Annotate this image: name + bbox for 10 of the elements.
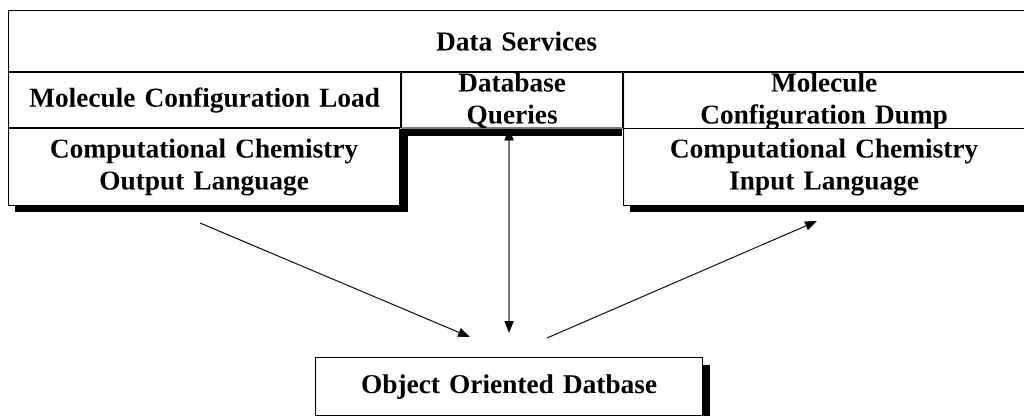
node-label: Computational Chemistry Input Language [671,138,978,196]
database-box: Object Oriented Datbase [315,357,704,416]
arrow [199,222,470,337]
process-box: Molecule Configuration Dump [623,72,1024,131]
process-box: Molecule Configuration Load [8,72,402,129]
header-band: Data Services [8,10,1024,73]
arrow [546,221,817,339]
process-box: Computational Chemistry Input Language [623,128,1024,207]
process-box: Database Queries [401,72,624,129]
process-box: Computational Chemistry Output Language [8,128,401,207]
